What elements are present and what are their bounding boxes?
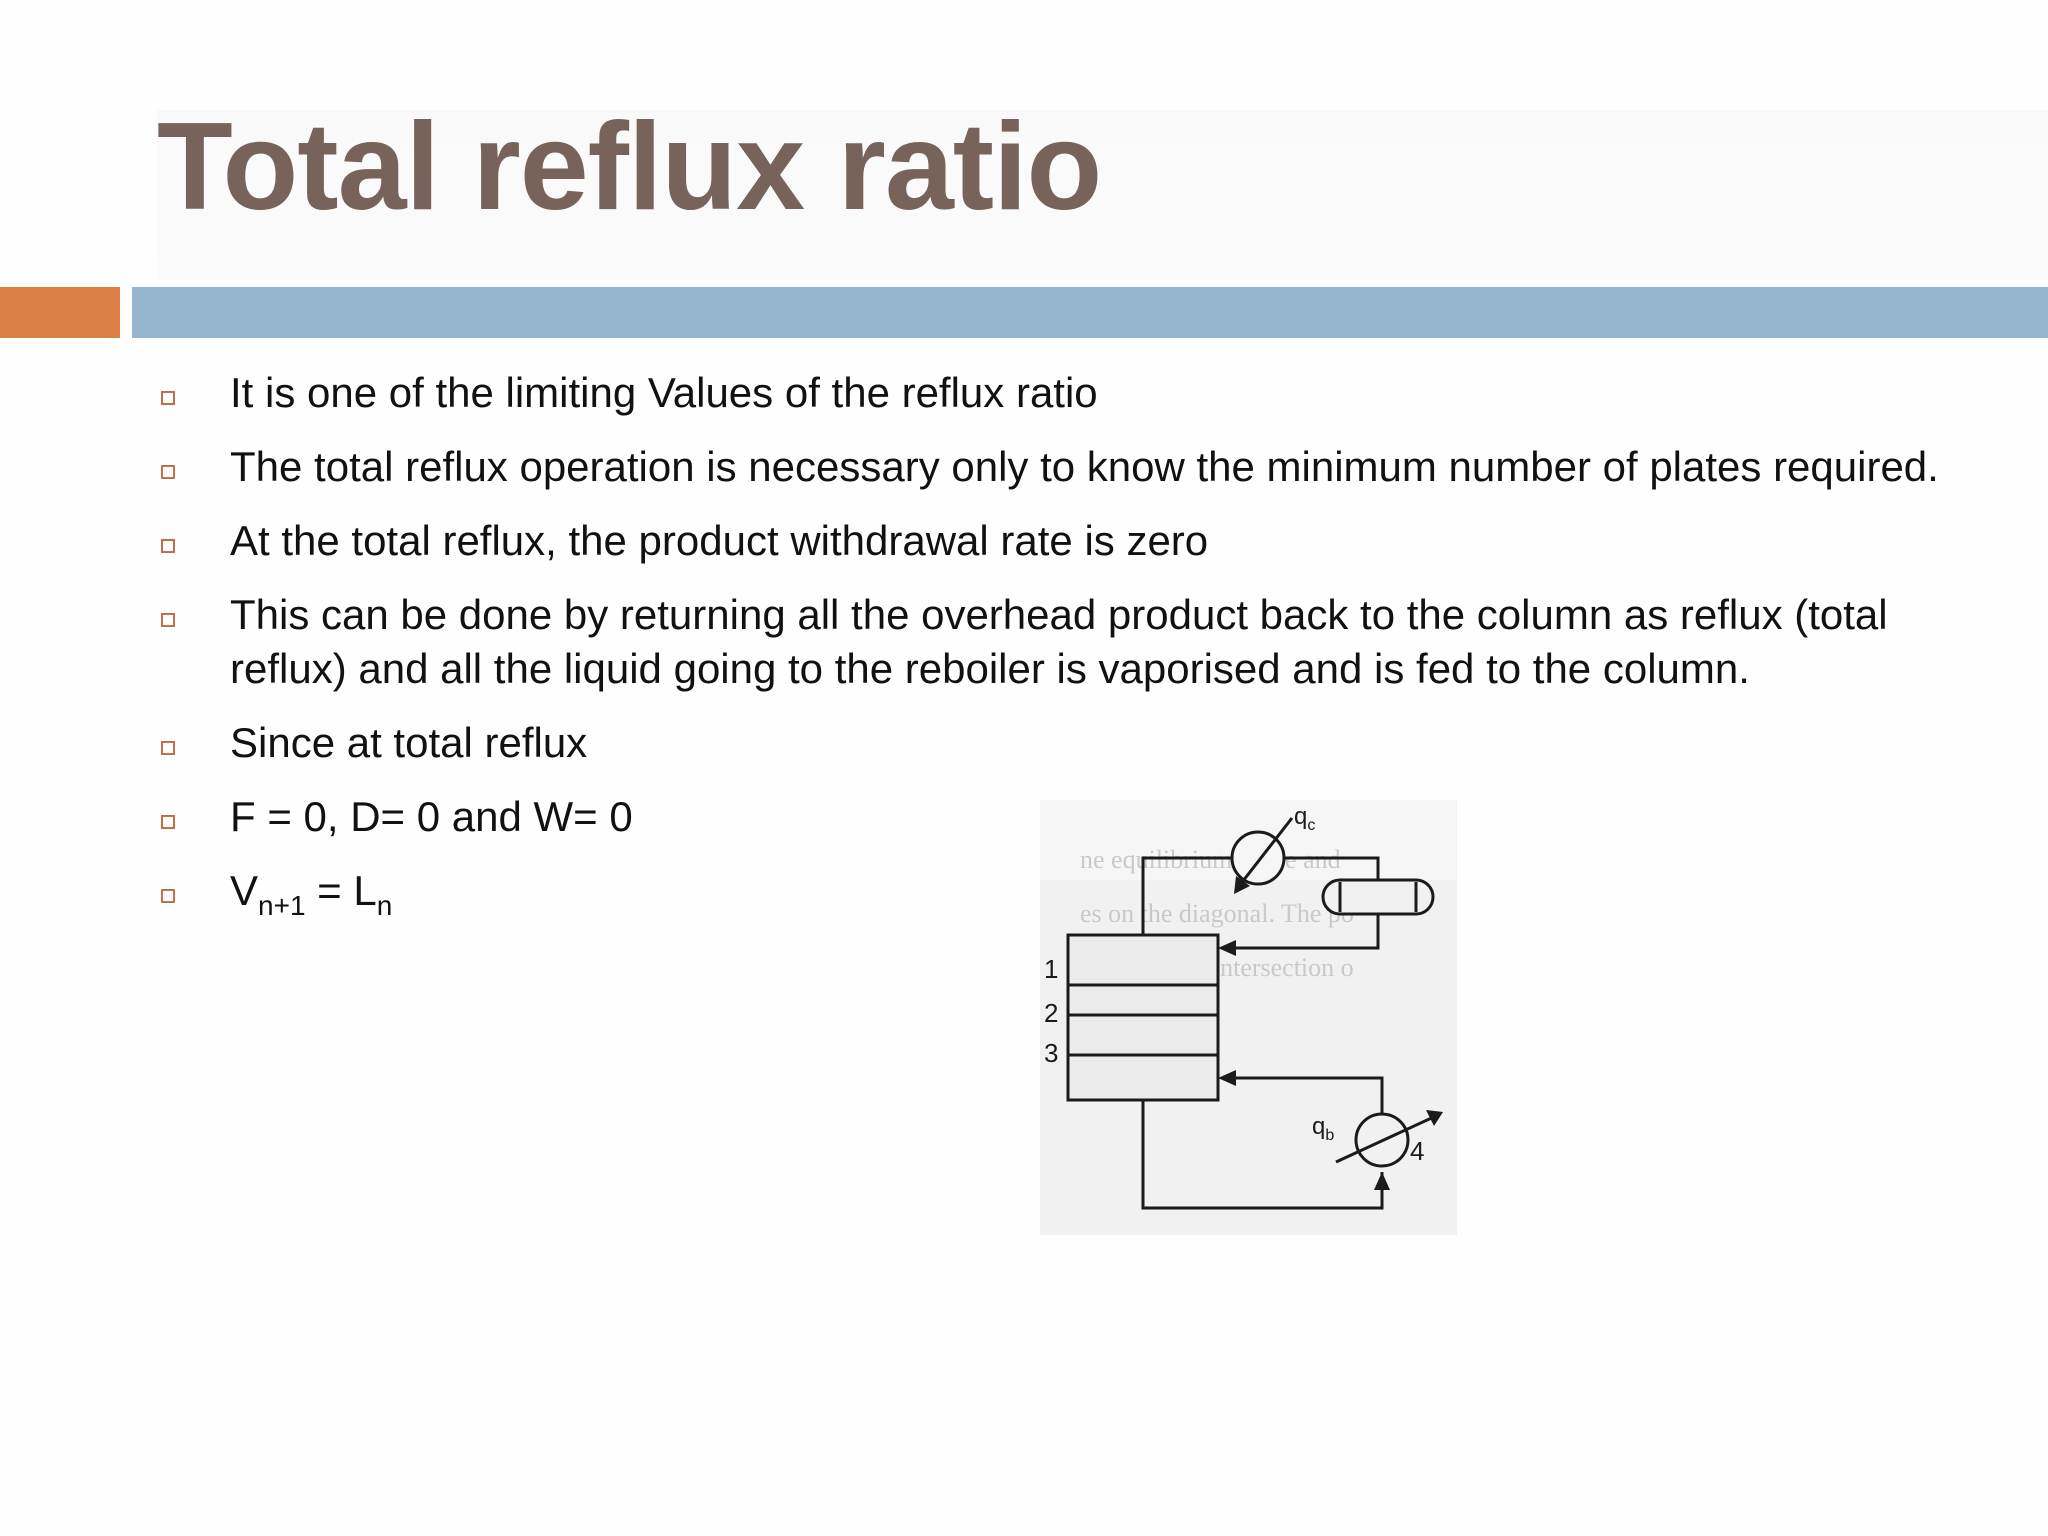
column-diagram-svg: ne equilibrium curve and es on the diago… [1040, 800, 1457, 1235]
square-bullet-icon [161, 613, 175, 627]
square-bullet-icon [161, 391, 175, 405]
reboiler-number-label: 4 [1410, 1136, 1424, 1166]
condenser-arrowhead-icon [1234, 876, 1250, 894]
bullet-item: This can be done by returning all the ov… [160, 588, 1940, 696]
bullet-text: F = 0, D= 0 and W= 0 [230, 793, 633, 840]
square-bullet-icon [161, 741, 175, 755]
reboiler-duty-subscript: b [1325, 1127, 1334, 1144]
square-bullet-icon [161, 465, 175, 479]
plate-label: 3 [1044, 1038, 1058, 1068]
reboiler-duty-label: qb [1312, 1113, 1334, 1144]
condenser-diagonal [1234, 817, 1294, 891]
reflux-arrowhead-icon [1218, 940, 1236, 956]
square-bullet-icon [161, 889, 175, 903]
bullet-text: This can be done by returning all the ov… [230, 591, 1888, 692]
boilup-line [1222, 1076, 1384, 1114]
square-bullet-icon [161, 815, 175, 829]
vapour-line [1141, 856, 1240, 935]
bullet-text: The total reflux operation is necessary … [230, 443, 1939, 490]
column-shell [1066, 933, 1220, 1102]
total-reflux-column-diagram: ne equilibrium curve and es on the diago… [1040, 800, 1457, 1235]
bullet-item: The total reflux operation is necessary … [160, 440, 1940, 494]
bottoms-arrowhead-icon [1374, 1172, 1390, 1190]
reboiler-duty-symbol: q [1312, 1113, 1325, 1140]
bullet-item: Since at total reflux [160, 716, 1940, 770]
bullet-text: At the total reflux, the product withdra… [230, 517, 1209, 564]
accent-bar-orange [0, 287, 120, 338]
equation: Vn+1 = Ln [230, 867, 392, 921]
diagram-labels: 1 2 3 qc qb 4 [1044, 803, 1424, 1166]
boilup-arrowhead-icon [1218, 1070, 1236, 1086]
condenser-duty-subscript: c [1307, 817, 1315, 834]
title-band [157, 110, 2048, 280]
condenser-duty-label: qc [1294, 803, 1315, 834]
equation-lhs-subscript: n+1 [258, 890, 306, 921]
background-text-line: es on the diagonal. The po [1080, 899, 1354, 928]
reboiler-arrowhead-icon [1426, 1110, 1443, 1126]
equation-lhs: V [230, 867, 259, 914]
plate-label: 2 [1044, 998, 1058, 1028]
bullet-item: F = 0, D= 0 and W= 0 [160, 790, 1940, 844]
bullet-item-equation: Vn+1 = Ln [160, 864, 1940, 933]
bullet-item: At the total reflux, the product withdra… [160, 514, 1940, 568]
equation-rhs: L [353, 867, 377, 914]
equation-equals: = [305, 867, 354, 914]
accent-bar-blue [132, 287, 2048, 338]
bullet-text: Since at total reflux [230, 719, 588, 766]
arrowheads [1218, 876, 1443, 1190]
bullet-item: It is one of the limiting Values of the … [160, 366, 1940, 420]
square-bullet-icon [161, 539, 175, 553]
reboiler-diagonal [1335, 1113, 1439, 1164]
bullet-text: It is one of the limiting Values of the … [230, 369, 1098, 416]
column-lines [1066, 817, 1439, 1210]
equation-rhs-subscript: n [376, 890, 393, 921]
condenser-duty-symbol: q [1294, 803, 1307, 830]
slide-title: Total reflux ratio [157, 98, 1102, 236]
reflux-line [1222, 914, 1380, 950]
plate-label: 1 [1044, 954, 1058, 984]
bullet-list: It is one of the limiting Values of the … [160, 366, 1940, 953]
